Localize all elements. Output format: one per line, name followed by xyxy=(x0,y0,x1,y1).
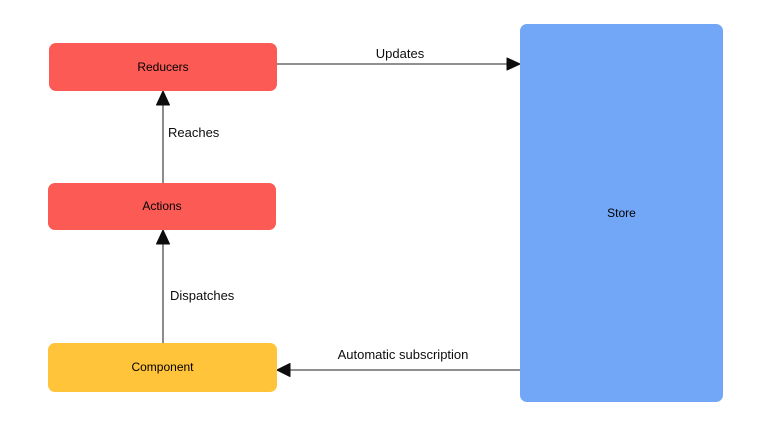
edge-reaches-label: Reaches xyxy=(168,125,220,140)
node-store-label: Store xyxy=(607,205,636,220)
node-reducers: Reducers xyxy=(49,43,277,91)
edge-updates-label: Updates xyxy=(375,46,425,61)
edge-subscription-label: Automatic subscription xyxy=(337,347,469,362)
edge-dispatches xyxy=(156,229,170,343)
node-actions-label: Actions xyxy=(142,199,182,214)
arrowhead-right-icon xyxy=(506,57,521,71)
node-component: Component xyxy=(48,343,277,392)
node-actions: Actions xyxy=(48,183,276,230)
node-reducers-label: Reducers xyxy=(137,59,189,74)
edge-subscription xyxy=(276,363,520,377)
node-store: Store xyxy=(520,24,723,402)
arrowhead-left-icon xyxy=(276,363,291,377)
arrowhead-up-icon xyxy=(156,229,170,245)
arrowhead-up-icon xyxy=(156,90,170,106)
edge-dispatches-label: Dispatches xyxy=(170,288,235,303)
node-component-label: Component xyxy=(131,360,194,375)
